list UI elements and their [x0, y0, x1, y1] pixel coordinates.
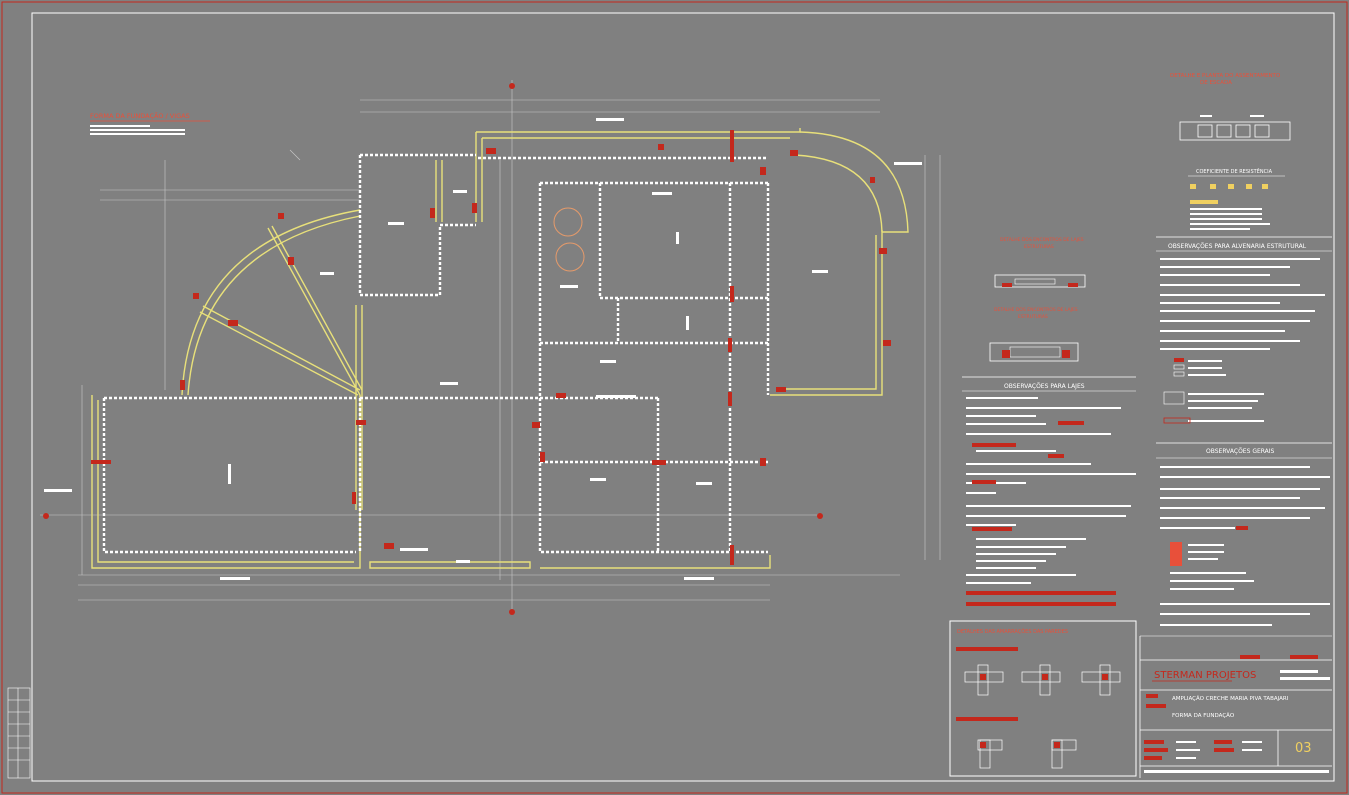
obs-gerais: OBSERVAÇÕES GERAIS [1156, 442, 1332, 626]
block-walls [102, 153, 770, 554]
section-markers [553, 207, 585, 272]
main-notes [90, 125, 185, 135]
sheet-number: 03 [1295, 741, 1312, 756]
detail-top: DETALHE E PLANTA DO ASSENTAMENTO DE ESCA… [1170, 73, 1291, 141]
detail-low-subtitle: ESTRUTURAS [1018, 314, 1048, 320]
obs-lajes-title: OBSERVAÇÕES PARA LAJES [1004, 383, 1085, 390]
detail-mid: DETALHE DOS ENCONTROS DE LAJES ESTRUTURA… [989, 237, 1086, 362]
detail-top-subtitle: DE ESCADA [1200, 80, 1232, 86]
dimension-lines [40, 80, 941, 610]
obs-alvenaria: OBSERVAÇÕES PARA ALVENARIA ESTRUTURAL [1156, 236, 1332, 424]
obs-lajes: OBSERVAÇÕES PARA LAJES [962, 376, 1136, 606]
detail-mid-subtitle: ESTRUTURAS [1024, 244, 1054, 250]
detail-mid-title: DETALHE DOS ENCONTROS DE LAJES [1000, 237, 1084, 243]
obs-gerais-title: OBSERVAÇÕES GERAIS [1206, 448, 1275, 455]
plan-labels [44, 118, 922, 580]
coef-table: COEFICIENTE DE RESISTÊNCIA [1188, 167, 1285, 230]
amarracao-box: DETALHES DAS AMARRAÇÕES DAS PAREDES [949, 620, 1137, 777]
red-markers [43, 83, 891, 615]
amarracao-title: DETALHES DAS AMARRAÇÕES DAS PAREDES [957, 628, 1068, 635]
obs-alvenaria-title: OBSERVAÇÕES PARA ALVENARIA ESTRUTURAL [1168, 243, 1307, 250]
main-title: FORMA DA FUNDAÇÃO / VIGAS [90, 111, 190, 120]
coef-title: COEFICIENTE DE RESISTÊNCIA [1196, 167, 1273, 175]
detail-top-title: DETALHE E PLANTA DO ASSENTAMENTO [1170, 73, 1281, 79]
detail-low-title: DETALHE DOS ENCONTROS DE LAJES [994, 307, 1078, 313]
project-name: AMPLIAÇÃO CRECHE MARIA PIVA TABAJARI [1172, 695, 1289, 702]
title-block: STERMAN PROJETOS AMPLIAÇÃO CRECHE MARIA … [1139, 635, 1332, 778]
inner-frame [31, 12, 1335, 782]
company-name: STERMAN PROJETOS [1154, 670, 1256, 681]
drawing-subject: FORMA DA FUNDAÇÃO [1172, 712, 1235, 719]
walls-outline [91, 128, 909, 569]
revision-table [7, 687, 31, 779]
